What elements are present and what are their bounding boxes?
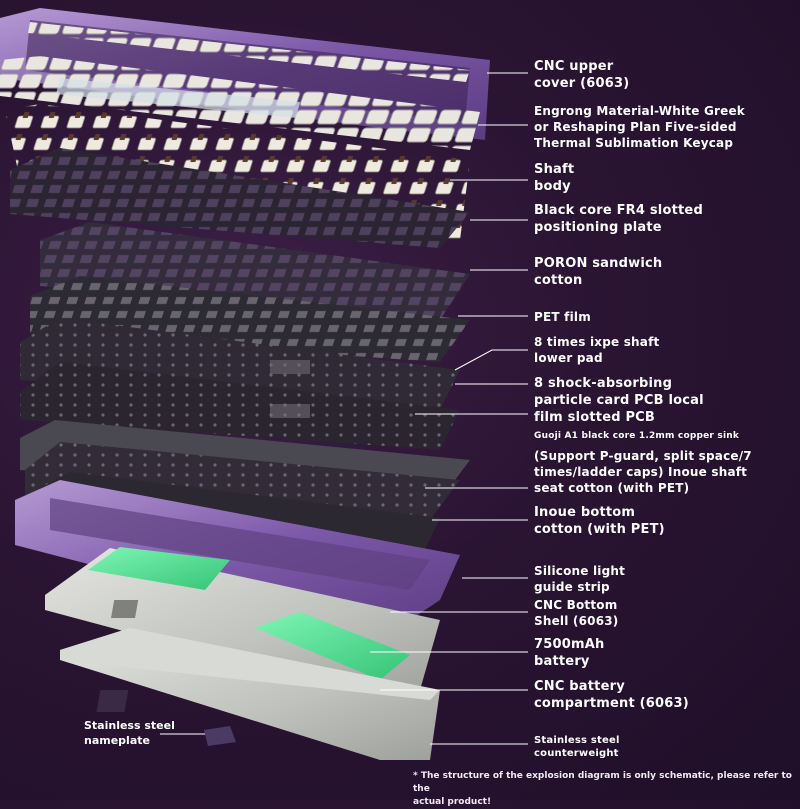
label-light-strip: Silicone light guide strip xyxy=(534,564,626,594)
label-pet-film: PET film xyxy=(534,310,591,324)
label-poron-cotton: PORON sandwich cotton xyxy=(534,256,663,288)
label-battery-compartment: CNC battery compartment (6063) xyxy=(534,679,689,711)
green-strips xyxy=(88,547,410,680)
label-keycap: Engrong Material-White Greek or Reshapin… xyxy=(534,104,745,150)
footnote: * The structure of the explosion diagram… xyxy=(413,771,792,807)
bottom-shell-layer xyxy=(15,480,460,640)
pcb-layer xyxy=(20,362,460,450)
label-copper-sink: Guoji A1 black core 1.2mm copper sink xyxy=(534,431,740,441)
poron-layer xyxy=(40,222,470,320)
label-bottom-cotton: Inoue bottom cotton (with PET) xyxy=(534,505,665,537)
label-battery: 7500mAh battery xyxy=(534,637,605,669)
label-positioning-plate: Black core FR4 slotted positioning plate xyxy=(534,203,703,235)
label-shaft-body: Shaft body xyxy=(534,162,575,194)
label-bottom-shell: CNC Bottom Shell (6063) xyxy=(534,598,619,628)
nameplate-part xyxy=(204,726,236,746)
label-ixpe-pad: 8 times ixpe shaft lower pad xyxy=(534,335,660,365)
label-counterweight: Stainless steel counterweight xyxy=(534,735,620,759)
label-pcb: 8 shock-absorbing particle card PCB loca… xyxy=(534,376,704,425)
label-nameplate: Stainless steel nameplate xyxy=(84,719,175,747)
keycaps-layer xyxy=(0,56,480,150)
label-shaft-seat-cotton: (Support P-guard, split space/7 times/la… xyxy=(534,449,752,495)
counterweight-layer xyxy=(60,628,440,760)
label-cnc-upper-cover: CNC upper cover (6063) xyxy=(534,59,630,91)
plate-layer xyxy=(10,148,470,248)
leader-lines xyxy=(160,72,528,745)
